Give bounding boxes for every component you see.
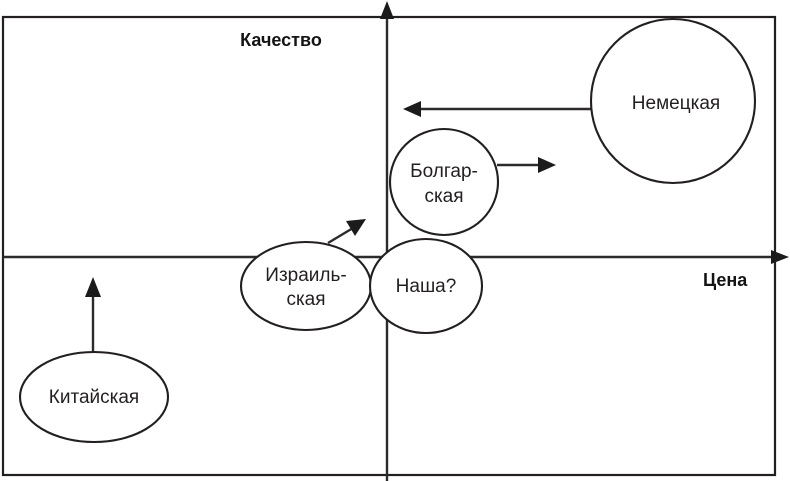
x-axis-arrow-icon bbox=[771, 250, 789, 264]
y-axis-label: Качество bbox=[240, 30, 322, 50]
bubble-bolgarskaya-label-line2: ская bbox=[424, 186, 463, 207]
bubble-bolgarskaya-shape[interactable] bbox=[388, 127, 500, 237]
bubble-izrailskaya-label-line2: ская bbox=[286, 289, 325, 310]
bubble-izrailskaya-label-line1: Израиль- bbox=[265, 265, 346, 286]
arrow-nemetskaya-left bbox=[403, 101, 592, 117]
bubble-nasha[interactable]: Наша? bbox=[368, 237, 484, 335]
bubble-nasha-label: Наша? bbox=[396, 276, 457, 297]
bubble-nemetskaya-label: Немецкая bbox=[632, 93, 720, 114]
bubble-nasha-shape[interactable] bbox=[368, 237, 484, 335]
x-axis-label: Цена bbox=[703, 270, 748, 290]
bubble-nemetskaya-shape[interactable] bbox=[589, 17, 757, 185]
bubble-izrailskaya[interactable]: Израиль- ская bbox=[239, 240, 373, 332]
arrow-izrailskaya-up-right bbox=[327, 219, 366, 245]
y-axis-arrow-icon bbox=[380, 1, 394, 19]
bubble-nemetskaya[interactable]: Немецкая bbox=[589, 17, 757, 185]
bubble-kitayskaya-label: Китайская bbox=[49, 387, 139, 408]
arrow-kitayskaya-up bbox=[85, 277, 101, 352]
bubble-bolgarskaya[interactable]: Болгар- ская bbox=[388, 127, 500, 237]
arrow-bolgarskaya-right bbox=[497, 157, 556, 173]
bubble-bolgarskaya-label-line1: Болгар- bbox=[410, 161, 478, 182]
bubble-kitayskaya[interactable]: Китайская bbox=[18, 350, 170, 444]
bubble-kitayskaya-shape[interactable] bbox=[18, 350, 170, 444]
